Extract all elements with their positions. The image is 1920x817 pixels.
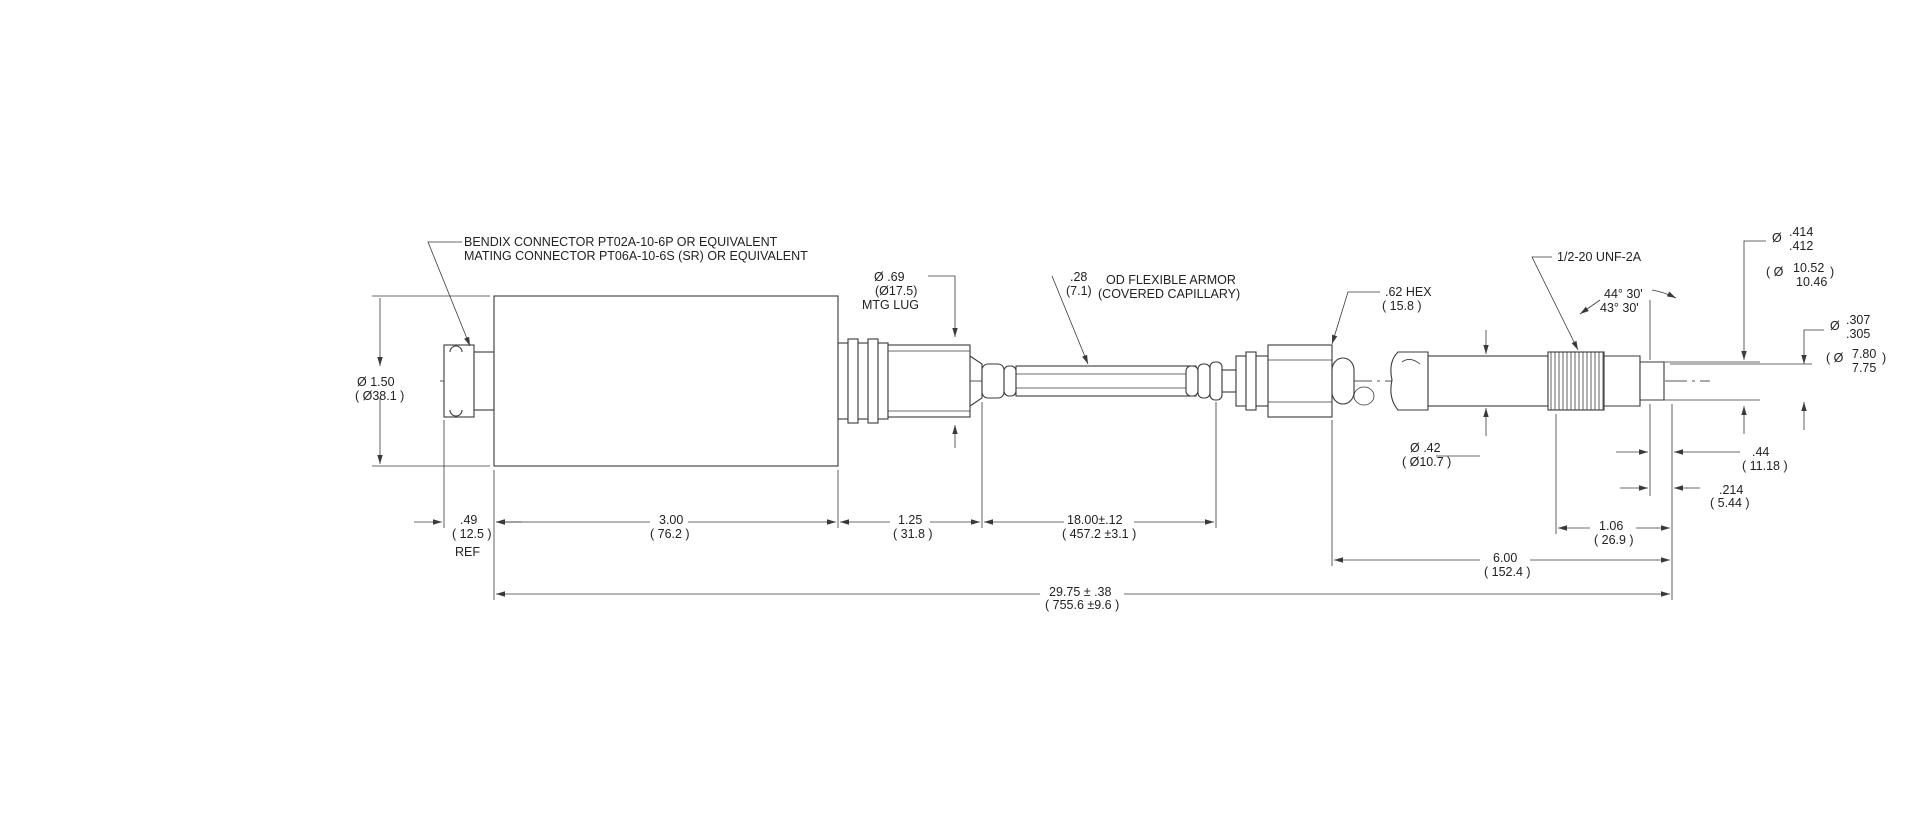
thread-label: 1/2-20 UNF-2A [1557, 250, 1642, 264]
nose-dia-paren-close: ) [1882, 351, 1886, 365]
armor-od-mm-label: (7.1) [1066, 284, 1092, 298]
lug-len-label: 1.25 [898, 513, 922, 527]
armor-len-mm-label: ( 457.2 ±3.1 ) [1062, 527, 1136, 541]
lug-dia-mm-label: (Ø17.5) [875, 284, 917, 298]
nose-dia-mm-min-label: 7.75 [1852, 361, 1876, 375]
angle-max-label: 44° 30' [1604, 287, 1643, 301]
mounting-lug [837, 338, 983, 424]
connector-len-mm-label: ( 12.5 ) [452, 527, 492, 541]
tip-dia-mm-min-label: 10.46 [1796, 275, 1827, 289]
stem-len-mm-label: ( 152.4 ) [1484, 565, 1531, 579]
overall-len-label: 29.75 ± .38 [1049, 585, 1112, 599]
nose-dia-symbol: Ø [1830, 319, 1840, 333]
lug-dia-label: Ø .69 [874, 270, 905, 284]
tip-dia-mm-max-label: 10.52 [1793, 261, 1824, 275]
threaded-section [1547, 351, 1605, 411]
nose-dia-paren-open: ( Ø [1826, 351, 1844, 365]
lug-len-mm-label: ( 31.8 ) [893, 527, 933, 541]
connector-len-label: .49 [460, 513, 477, 527]
mtg-lug-label: MTG LUG [862, 298, 919, 312]
body-dia-mm-label: ( Ø38.1 ) [355, 389, 404, 403]
tip-dia-max-label: .414 [1789, 225, 1813, 239]
armor-note-1: OD FLEXIBLE ARMOR [1106, 273, 1236, 287]
stem-dia-mm-label: ( Ø10.7 ) [1402, 455, 1451, 469]
overall-len-mm-label: ( 755.6 ±9.6 ) [1045, 598, 1119, 612]
connector-note-1: BENDIX CONNECTOR PT02A-10-6P OR EQUIVALE… [464, 235, 778, 249]
thread-len-label: 1.06 [1599, 519, 1623, 533]
body-len-label: 3.00 [659, 513, 683, 527]
probe-stem [1390, 351, 1665, 411]
armor-len-label: 18.00±.12 [1067, 513, 1123, 527]
body-dia-label: Ø 1.50 [357, 375, 395, 389]
tip-dia-paren-close: ) [1830, 265, 1834, 279]
tip-dia-paren-open: ( Ø [1766, 265, 1784, 279]
bendix-connector [443, 344, 495, 418]
thread-len-mm-label: ( 26.9 ) [1594, 533, 1634, 547]
stem-dia-label: Ø .42 [1410, 441, 1441, 455]
hex-label: .62 HEX [1385, 285, 1432, 299]
nose-len-mm-label: ( 5.44 ) [1710, 496, 1750, 510]
armor-note-2: (COVERED CAPILLARY) [1098, 287, 1240, 301]
transducer-body [493, 295, 839, 467]
nose-dia-max-label: .307 [1846, 313, 1870, 327]
hex-fitting [1221, 344, 1375, 418]
armor-od-label: .28 [1070, 270, 1087, 284]
connector-ref-label: REF [455, 545, 480, 559]
tip-dia-symbol: Ø [1772, 231, 1782, 245]
nose-dia-mm-max-label: 7.80 [1852, 347, 1876, 361]
angle-min-label: 43° 30' [1600, 301, 1639, 315]
tip-len-mm-label: ( 11.18 ) [1742, 459, 1788, 473]
nose-len-label: .214 [1719, 483, 1743, 497]
flexible-armor [981, 361, 1223, 401]
tip-dia-min-label: .412 [1789, 239, 1813, 253]
connector-note-2: MATING CONNECTOR PT06A-10-6S (SR) OR EQU… [464, 249, 808, 263]
body-len-mm-label: ( 76.2 ) [650, 527, 690, 541]
stem-len-label: 6.00 [1493, 551, 1517, 565]
nose-dia-min-label: .305 [1846, 327, 1870, 341]
hex-mm-label: ( 15.8 ) [1382, 299, 1422, 313]
tip-len-label: .44 [1752, 445, 1769, 459]
